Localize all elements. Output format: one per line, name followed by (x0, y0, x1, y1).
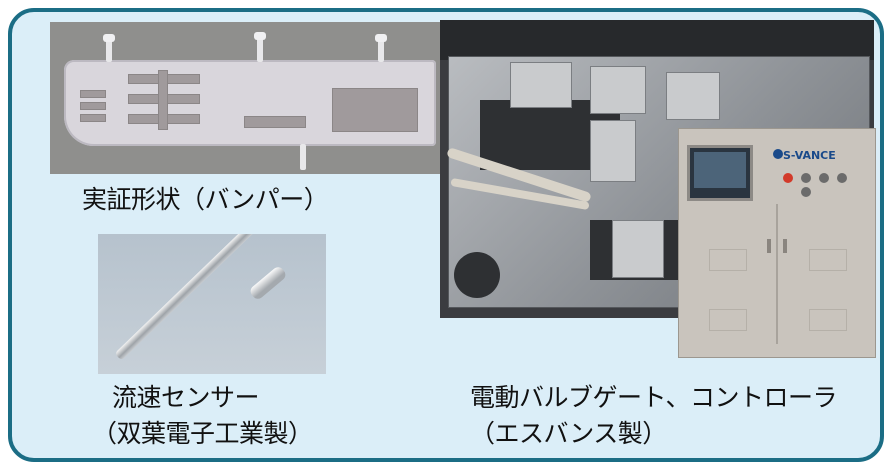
cabinet-vent (709, 249, 747, 271)
sensor-rod (114, 234, 266, 361)
cabinet-vent (709, 309, 747, 331)
sensor-caption-line2: （双葉電子工業製） (92, 419, 313, 448)
valve-gate-actuator (510, 62, 572, 108)
door-seam (776, 204, 778, 344)
bumper-photo (50, 22, 450, 174)
cabinet-base (678, 357, 876, 358)
mold-port (454, 252, 500, 298)
flow-sensor-photo (98, 234, 326, 374)
valve-gate-actuator (666, 72, 720, 120)
cabinet-display (687, 145, 753, 201)
cabinet-knob (801, 187, 811, 197)
valve-gate-actuator (590, 120, 636, 182)
vendor-logo-icon (773, 149, 783, 159)
plate-window (332, 88, 418, 132)
mount-peg (106, 38, 112, 62)
valve-gate-actuator (612, 220, 664, 278)
plate-vent (80, 90, 106, 98)
sensor-caption-line1: 流速センサー (112, 383, 260, 412)
mount-peg (257, 36, 263, 62)
door-handle (783, 239, 787, 253)
cabinet-knob (801, 173, 811, 183)
mount-peg-head (254, 32, 266, 40)
bumper-plate (64, 60, 436, 146)
cabinet-knob (819, 173, 829, 183)
cabinet-vent (809, 309, 847, 331)
plate-vent (80, 102, 106, 110)
valve-gate-actuator (590, 66, 646, 114)
valve-caption-line2: （エスバンス製） (470, 419, 667, 448)
bumper-caption: 実証形状（バンパー） (82, 185, 329, 214)
mount-peg (378, 38, 384, 62)
mount-peg-head (103, 34, 115, 42)
plate-slot (244, 116, 306, 128)
plate-slot (158, 70, 168, 130)
cabinet-knob (837, 173, 847, 183)
emergency-stop-button (783, 173, 793, 183)
valve-caption-line1: 電動バルブゲート、コントローラ (470, 383, 838, 412)
door-handle (767, 239, 771, 253)
vendor-logo: S-VANCE (783, 149, 836, 162)
controller-cabinet: S-VANCE (678, 128, 876, 358)
cabinet-vent (809, 249, 847, 271)
background-workshop (440, 20, 874, 60)
mount-peg-head (375, 34, 387, 42)
plate-vent (80, 114, 106, 122)
sensor-tip (248, 264, 288, 302)
mount-peg (300, 144, 306, 170)
